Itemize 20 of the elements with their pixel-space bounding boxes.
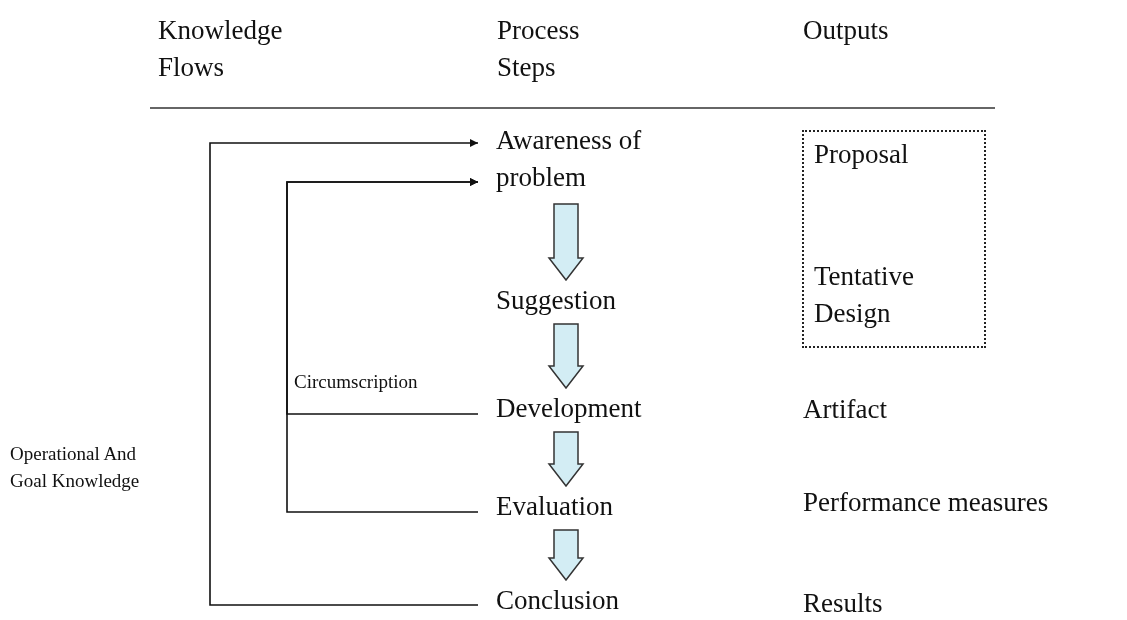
output-text: Tentative Design [814, 260, 916, 330]
output-text: Results [803, 587, 884, 620]
block-arrow [547, 431, 585, 488]
process-step: Awareness of problem [496, 122, 646, 196]
block-arrow [547, 203, 585, 282]
column-header: Outputs [803, 14, 890, 47]
column-header: Process Steps [497, 14, 581, 84]
output-text: Performance measures [803, 486, 1050, 519]
process-step: Development [496, 390, 642, 427]
block-arrow [547, 323, 585, 390]
flow-arrow [286, 178, 479, 415]
process-step: Suggestion [496, 282, 616, 319]
flow-arrow [209, 139, 479, 606]
dashed-output-box [802, 130, 986, 348]
process-step: Evaluation [496, 488, 613, 525]
block-arrow [547, 529, 585, 582]
process-step: Conclusion [496, 582, 619, 619]
output-text: Artifact [803, 393, 888, 426]
column-header: Knowledge Flows [158, 14, 284, 84]
output-text: Proposal [814, 138, 910, 171]
